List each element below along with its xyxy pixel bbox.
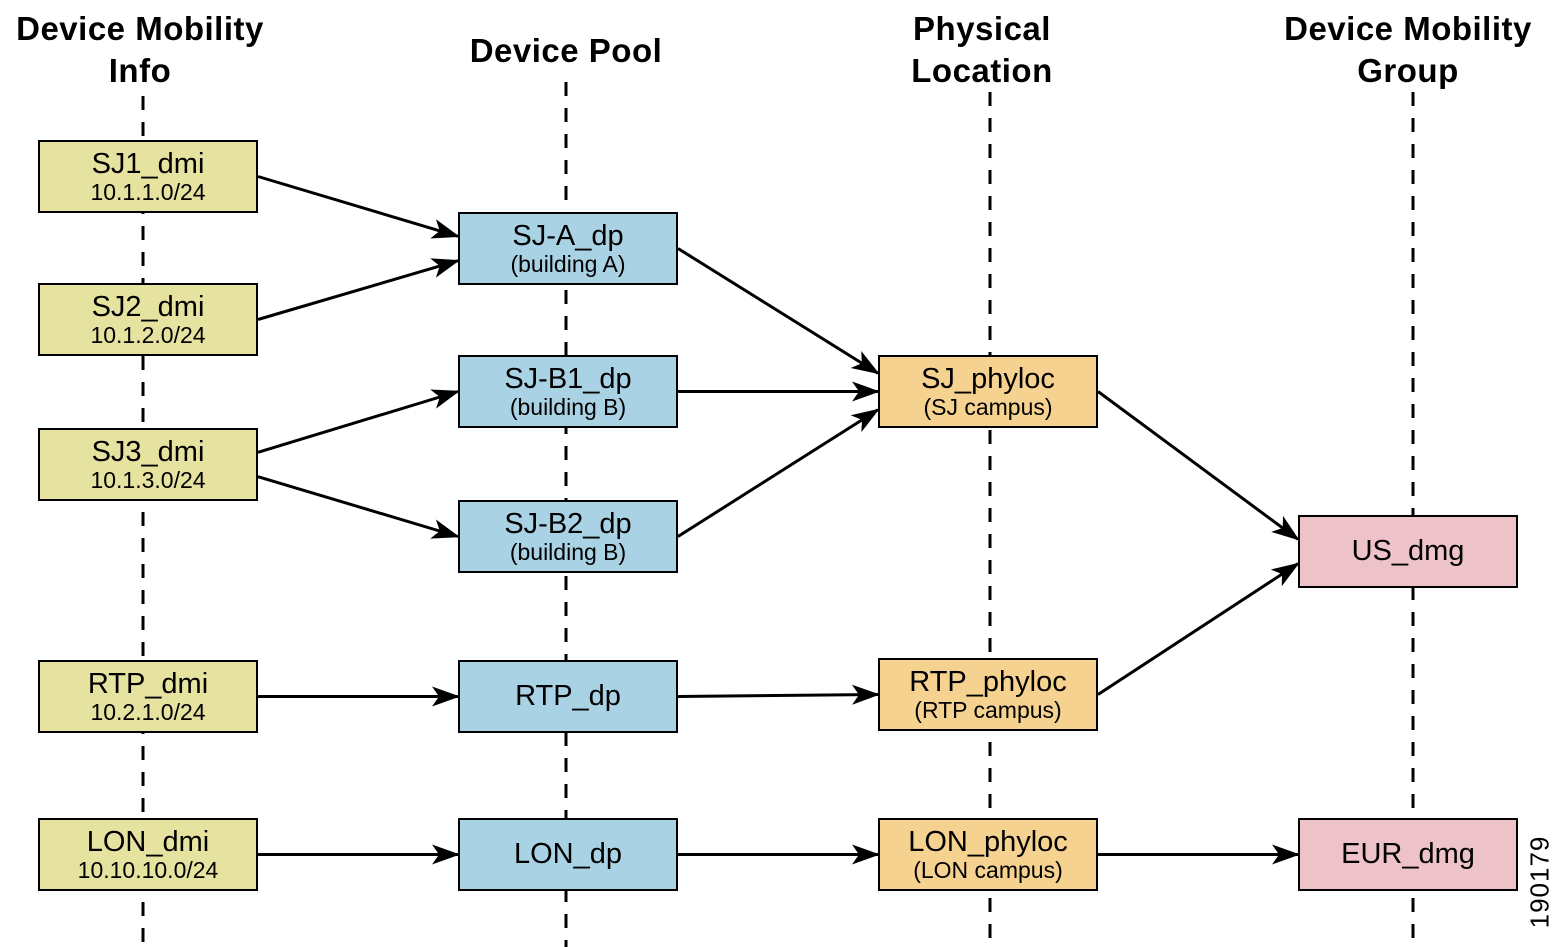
node-sublabel: 10.1.1.0/24 — [90, 179, 206, 206]
column-header-line: Location — [911, 51, 1053, 89]
edge-rtp_phyloc-to-us_dmg — [1097, 562, 1300, 696]
node-us-dmg: US_dmg — [1298, 515, 1518, 588]
node-label: LON_phyloc — [908, 825, 1068, 858]
node-sublabel: 10.10.10.0/24 — [77, 857, 219, 884]
node-label: LON_dp — [513, 838, 622, 871]
node-sj-phyloc: SJ_phyloc(SJ campus) — [878, 355, 1098, 428]
node-sublabel: (building B) — [509, 539, 627, 566]
node-label: EUR_dmg — [1341, 838, 1475, 871]
node-sublabel: 10.1.3.0/24 — [90, 467, 206, 494]
node-lon-phyloc: LON_phyloc(LON campus) — [878, 818, 1098, 891]
column-header-line: Device Mobility — [1284, 10, 1532, 47]
column-header-line: Info — [108, 51, 172, 89]
node-label: LON_dmi — [86, 825, 210, 858]
edge-sj3_dmi-to-sj_b1_dp — [257, 389, 460, 454]
node-label: RTP_dp — [515, 680, 621, 713]
column-header-device-pool: Device Pool — [366, 30, 766, 72]
column-header-line: Group — [1357, 51, 1459, 89]
edge-sj3_dmi-to-sj_b2_dp — [257, 475, 460, 539]
edge-sj2_dmi-to-sj_a_dp — [257, 258, 460, 321]
node-sj-a-dp: SJ-A_dp(building A) — [458, 212, 678, 285]
edge-rtp_dp-to-rtp_phyloc — [677, 684, 880, 705]
node-label: SJ3_dmi — [91, 435, 205, 468]
node-eur-dmg: EUR_dmg — [1298, 818, 1518, 891]
node-label: SJ-B1_dp — [504, 362, 632, 395]
node-label: SJ_phyloc — [921, 362, 1055, 395]
node-label: SJ-A_dp — [512, 219, 624, 252]
node-label: SJ-B2_dp — [504, 507, 632, 540]
edge-sj_b2_dp-to-sj_phyloc — [677, 408, 880, 538]
node-label: RTP_dmi — [87, 667, 209, 700]
column-header-device-mobility-info: Device Mobility Info — [0, 8, 340, 91]
node-label: SJ2_dmi — [91, 290, 205, 323]
node-sublabel: 10.2.1.0/24 — [90, 699, 206, 726]
figure-number: 190179 — [1524, 835, 1555, 929]
column-header-line: Device Mobility — [16, 10, 264, 47]
node-sj-b2-dp: SJ-B2_dp(building B) — [458, 500, 678, 573]
node-sj-b1-dp: SJ-B1_dp(building B) — [458, 355, 678, 428]
edge-sj_a_dp-to-sj_phyloc — [677, 247, 880, 375]
node-rtp-dp: RTP_dp — [458, 660, 678, 733]
column-header-line: Device Pool — [469, 32, 663, 69]
node-sublabel: 10.1.2.0/24 — [90, 322, 206, 349]
node-sublabel: (RTP campus) — [914, 697, 1062, 724]
node-sublabel: (LON campus) — [913, 857, 1063, 884]
node-sublabel: (building B) — [509, 394, 627, 421]
edge-sj_phyloc-to-us_dmg — [1097, 390, 1300, 541]
node-sublabel: (SJ campus) — [923, 394, 1053, 421]
node-label: RTP_phyloc — [909, 665, 1067, 698]
node-sublabel: (building A) — [510, 251, 626, 278]
edge-sj1_dmi-to-sj_a_dp — [257, 175, 460, 239]
column-header-physical-location: Physical Location — [782, 8, 1182, 91]
node-lon-dp: LON_dp — [458, 818, 678, 891]
node-label: SJ1_dmi — [91, 147, 205, 180]
column-header-line: Physical — [913, 10, 1051, 47]
node-rtp-phyloc: RTP_phyloc(RTP campus) — [878, 658, 1098, 731]
node-label: US_dmg — [1351, 535, 1465, 568]
column-header-device-mobility-group: Device Mobility Group — [1208, 8, 1564, 91]
